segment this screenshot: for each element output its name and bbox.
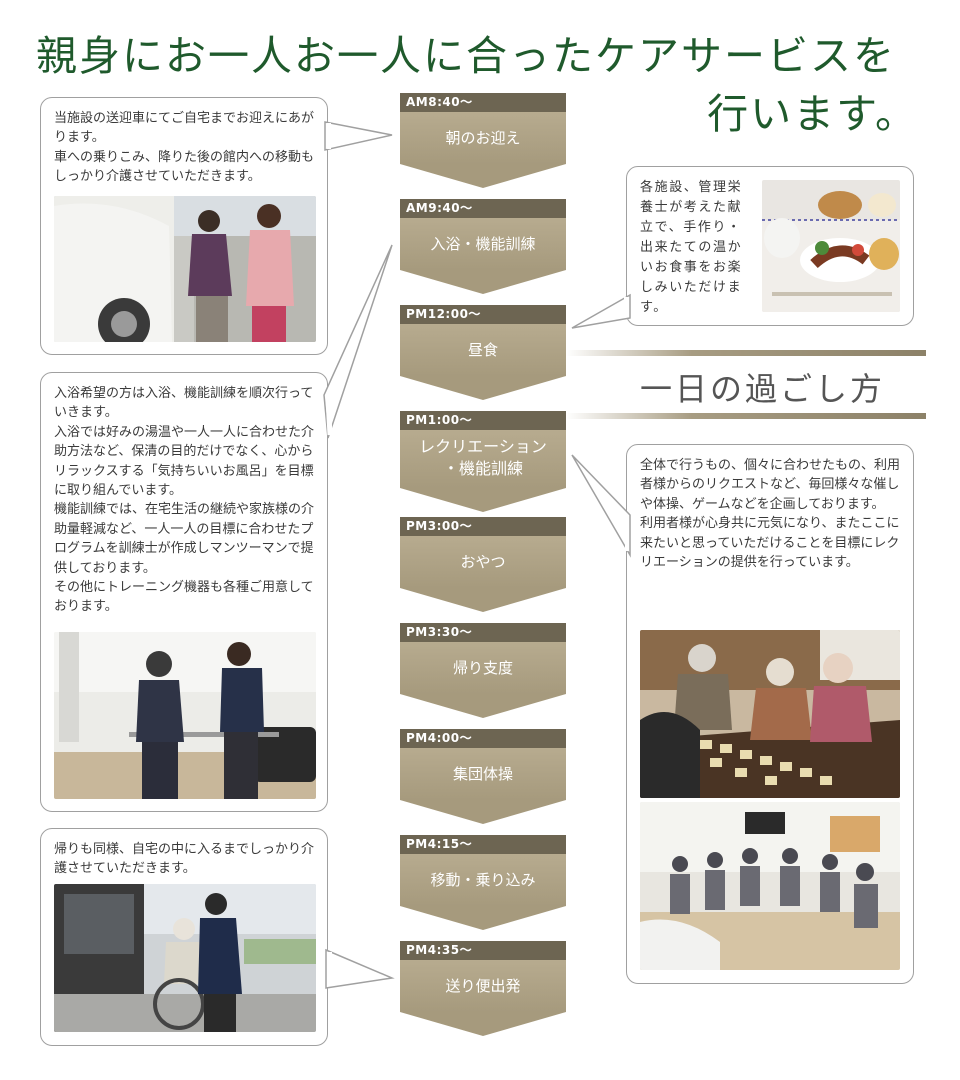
step-arrow: [400, 488, 566, 512]
heading-rule-bottom: [566, 413, 926, 419]
step-time: PM4:15～: [400, 835, 566, 854]
schedule-step: AM8:40～ 朝のお迎え: [400, 93, 566, 188]
page-title: 親身にお一人お一人に合ったケアサービスを: [36, 32, 896, 80]
step-arrow: [400, 164, 566, 188]
photo-pickup: [54, 196, 316, 342]
pointer-return: [325, 948, 395, 989]
page-title-line2: 行います。: [707, 90, 918, 138]
step-arrow: [400, 800, 566, 824]
schedule-step: PM4:15～ 移動・乗り込み: [400, 835, 566, 930]
schedule-step: PM1:00～ レクリエーション ・機能訓練: [400, 411, 566, 512]
step-time: PM3:30～: [400, 623, 566, 642]
step-activity: 集団体操: [400, 748, 566, 800]
step-arrow: [400, 694, 566, 718]
section-heading: 一日の過ごし方: [640, 370, 886, 408]
step-activity: 帰り支度: [400, 642, 566, 694]
schedule-step: PM3:30～ 帰り支度: [400, 623, 566, 718]
schedule-step: PM3:00～ おやつ: [400, 517, 566, 612]
step-arrow: [400, 906, 566, 930]
step-activity: 送り便出発: [400, 960, 566, 1012]
step-activity: レクリエーション ・機能訓練: [400, 430, 566, 488]
step-activity: 移動・乗り込み: [400, 854, 566, 906]
step-arrow: [400, 588, 566, 612]
step-time: AM8:40～: [400, 93, 566, 112]
schedule-step: PM4:35～ 送り便出発: [400, 941, 566, 1036]
bubble-bath-text: 入浴希望の方は入浴、機能訓練を順次行っていきます。 入浴では好みの湯温や一人一人…: [54, 386, 315, 615]
step-arrow: [400, 1012, 566, 1036]
bubble-recreation-text: 全体で行うもの、個々に合わせたもの、利用者様からのリクエストなど、毎回様々な催し…: [640, 458, 901, 571]
step-time: PM4:00～: [400, 729, 566, 748]
step-time: PM4:35～: [400, 941, 566, 960]
step-time: PM1:00～: [400, 411, 566, 430]
heading-rule-top: [566, 350, 926, 356]
photo-lunch: [762, 180, 900, 312]
photo-recreation-group: [640, 802, 900, 970]
bubble-pickup-text: 当施設の送迎車にてご自宅までお迎えにあがります。 車への乗りこみ、降りた後の館内…: [54, 111, 315, 185]
bubble-lunch-text: 各施設、管理栄養士が考えた献立で、手作り・出来たての温かいお食事をお楽しみいただ…: [640, 180, 743, 315]
step-activity: 入浴・機能訓練: [400, 218, 566, 270]
bubble-return-text: 帰りも同様、自宅の中に入るまでしっかり介護させていただきます。: [54, 842, 315, 877]
photo-return: [54, 884, 316, 1032]
step-activity: 昼食: [400, 324, 566, 376]
pointer-recreation: [571, 454, 631, 558]
step-time: AM9:40～: [400, 199, 566, 218]
pointer-pickup: [324, 121, 393, 151]
photo-recreation-cards: [640, 630, 900, 798]
step-arrow: [400, 270, 566, 294]
step-activity: おやつ: [400, 536, 566, 588]
schedule-step: PM12:00～ 昼食: [400, 305, 566, 400]
step-time: PM3:00～: [400, 517, 566, 536]
pointer-lunch: [571, 293, 631, 329]
step-arrow: [400, 376, 566, 400]
schedule-step: PM4:00～ 集団体操: [400, 729, 566, 824]
step-time: PM12:00～: [400, 305, 566, 324]
photo-training: [54, 632, 316, 799]
schedule-step: AM9:40～ 入浴・機能訓練: [400, 199, 566, 294]
step-activity: 朝のお迎え: [400, 112, 566, 164]
pointer-bath: [323, 244, 393, 439]
